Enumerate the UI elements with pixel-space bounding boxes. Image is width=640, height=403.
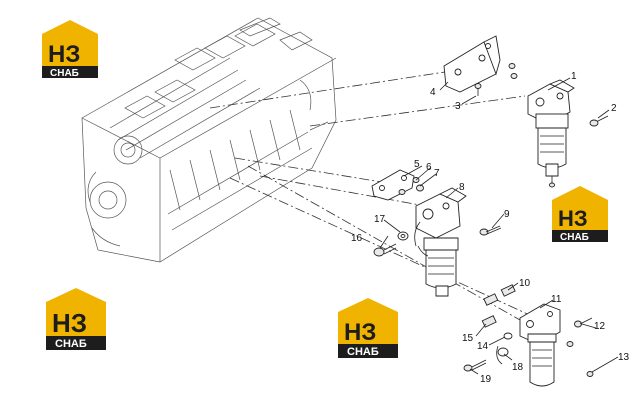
- callout-12: 12: [594, 321, 606, 332]
- callout-15: 15: [462, 333, 474, 344]
- callout-17: 17: [374, 214, 386, 225]
- callout-11: 11: [551, 294, 562, 305]
- logo-text: НЗ: [558, 206, 588, 231]
- watermark-logo-top-left: НЗ СНАБ: [42, 20, 98, 79]
- callout-18: 18: [512, 362, 524, 373]
- logo-subtext: СНАБ: [347, 346, 379, 358]
- upper-filter-assembly: [527, 79, 575, 188]
- callout-6: 6: [426, 162, 432, 173]
- callout-9: 9: [504, 209, 510, 220]
- logo-roof-icon: [552, 186, 608, 206]
- logo-subtext: СНАБ: [55, 338, 87, 350]
- logo-text: НЗ: [344, 319, 376, 346]
- logo-subtext: СНАБ: [50, 68, 79, 79]
- logo-text: НЗ: [48, 41, 80, 68]
- callout-8: 8: [459, 182, 465, 193]
- callout-2: 2: [611, 103, 617, 114]
- bolt-16-washer-17: [373, 231, 409, 257]
- logo-roof-icon: [338, 298, 398, 318]
- callout-7: 7: [434, 168, 440, 179]
- upper-bracket: [443, 35, 501, 93]
- logo-text: НЗ: [52, 308, 87, 338]
- lower-filter-assembly: [519, 303, 561, 387]
- watermark-logo-center: НЗ СНАБ: [338, 298, 398, 358]
- callout-13: 13: [618, 352, 630, 363]
- leader-lines: [379, 77, 619, 375]
- engine-block: [81, 17, 337, 263]
- watermark-logo-bottom-left: НЗ СНАБ: [46, 288, 106, 350]
- bolt-2: [589, 115, 609, 127]
- callout-14: 14: [477, 341, 489, 352]
- logo-roof-icon: [46, 288, 106, 308]
- callout-1: 1: [571, 71, 577, 82]
- middle-filter-assembly: [414, 187, 467, 297]
- bolt-9: [479, 225, 502, 236]
- bracket-bolts: [474, 63, 518, 96]
- logo-subtext: СНАБ: [560, 232, 589, 243]
- callout-16: 16: [351, 233, 363, 244]
- callout-labels: 1 2 3 4 5 6 7 8 9 10 11 12 13 14 15 16 1…: [351, 71, 630, 385]
- callout-4: 4: [430, 87, 436, 98]
- callout-19: 19: [480, 374, 492, 385]
- middle-bracket: [371, 169, 424, 201]
- callout-3: 3: [455, 101, 461, 112]
- lower-small-parts: [463, 315, 513, 372]
- watermark-logo-right: НЗ СНАБ: [552, 186, 608, 243]
- bolts-12-13: [566, 317, 594, 377]
- logo-roof-icon: [42, 20, 98, 40]
- callout-10: 10: [519, 278, 531, 289]
- callout-5: 5: [414, 159, 420, 170]
